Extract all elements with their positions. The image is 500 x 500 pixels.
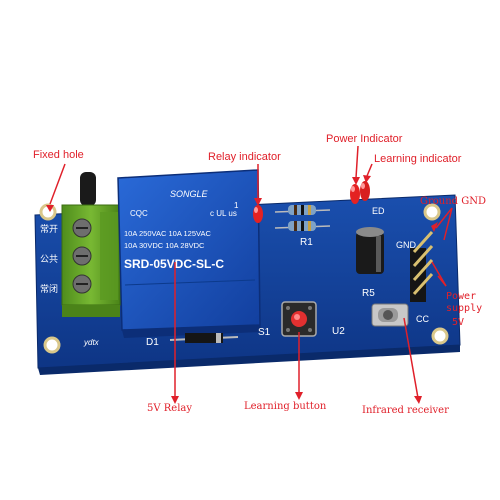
relay-rating-1: 10A 250VAC 10A 125VAC	[124, 229, 211, 238]
silk-s1: S1	[258, 327, 271, 338]
learning-indicator-led	[360, 181, 370, 201]
terminal-screw-2	[72, 246, 92, 266]
relay-rating-2: 10A 30VDC 10A 28VDC	[124, 241, 205, 250]
screw-terminal-block	[61, 204, 121, 317]
resistor-top	[274, 205, 331, 215]
terminal-screw-3	[72, 274, 92, 294]
annotation-arrows	[46, 145, 453, 404]
silk-no: 常开	[40, 223, 58, 234]
silk-r5: R5	[362, 288, 375, 299]
relay-brand: SONGLE	[170, 189, 209, 199]
relay-ul: c UL us	[210, 209, 237, 218]
label-power-supply-2: supply	[446, 303, 483, 314]
relay-cert: CQC	[130, 209, 148, 218]
label-power-supply-1: Power	[446, 291, 477, 302]
relay-component: SONGLE CQC c UL us 10A 250VAC 10A 125VAC…	[117, 169, 262, 338]
infrared-receiver-component	[371, 303, 409, 327]
silk-vcc: CC	[416, 314, 429, 324]
label-infrared-receiver: Infrared receiver	[362, 405, 449, 416]
pin-header	[410, 230, 434, 302]
silk-d1: D1	[146, 337, 159, 348]
label-learning-button: Learning button	[244, 401, 327, 412]
terminal-screw-1	[72, 218, 92, 238]
label-power-supply-3: 5V	[452, 317, 465, 328]
relay-indicator-led	[253, 205, 263, 223]
power-indicator-led	[350, 184, 360, 204]
label-5v-relay: 5V Relay	[147, 403, 193, 414]
diode-d1	[169, 333, 239, 343]
standoff	[80, 172, 96, 206]
label-relay-indicator: Relay indicator	[208, 151, 281, 163]
relay-model: SRD-05VDC-SL-C	[124, 257, 224, 271]
electrolytic-capacitor	[356, 227, 384, 274]
label-power-indicator: Power Indicator	[326, 133, 403, 145]
label-learning-indicator: Learning indicator	[374, 153, 462, 165]
silk-com: 公共	[40, 254, 58, 264]
silk-u2: U2	[332, 326, 345, 337]
silk-brand: ydtx	[83, 338, 100, 347]
silk-nc: 常闭	[40, 283, 58, 294]
learning-button-component	[281, 301, 317, 337]
mounting-hole-bottom-right	[431, 327, 449, 345]
silk-gnd: GND	[396, 240, 417, 250]
label-fixed-hole: Fixed hole	[33, 149, 84, 161]
silk-one: 1	[234, 201, 239, 210]
resistor-r1	[274, 221, 331, 231]
silk-r1: R1	[300, 237, 313, 248]
label-ground-gnd: Ground GND	[420, 196, 487, 207]
mounting-hole-top-right	[423, 203, 441, 221]
mounting-hole-bottom-left	[43, 336, 61, 354]
silk-led: ED	[372, 206, 385, 216]
